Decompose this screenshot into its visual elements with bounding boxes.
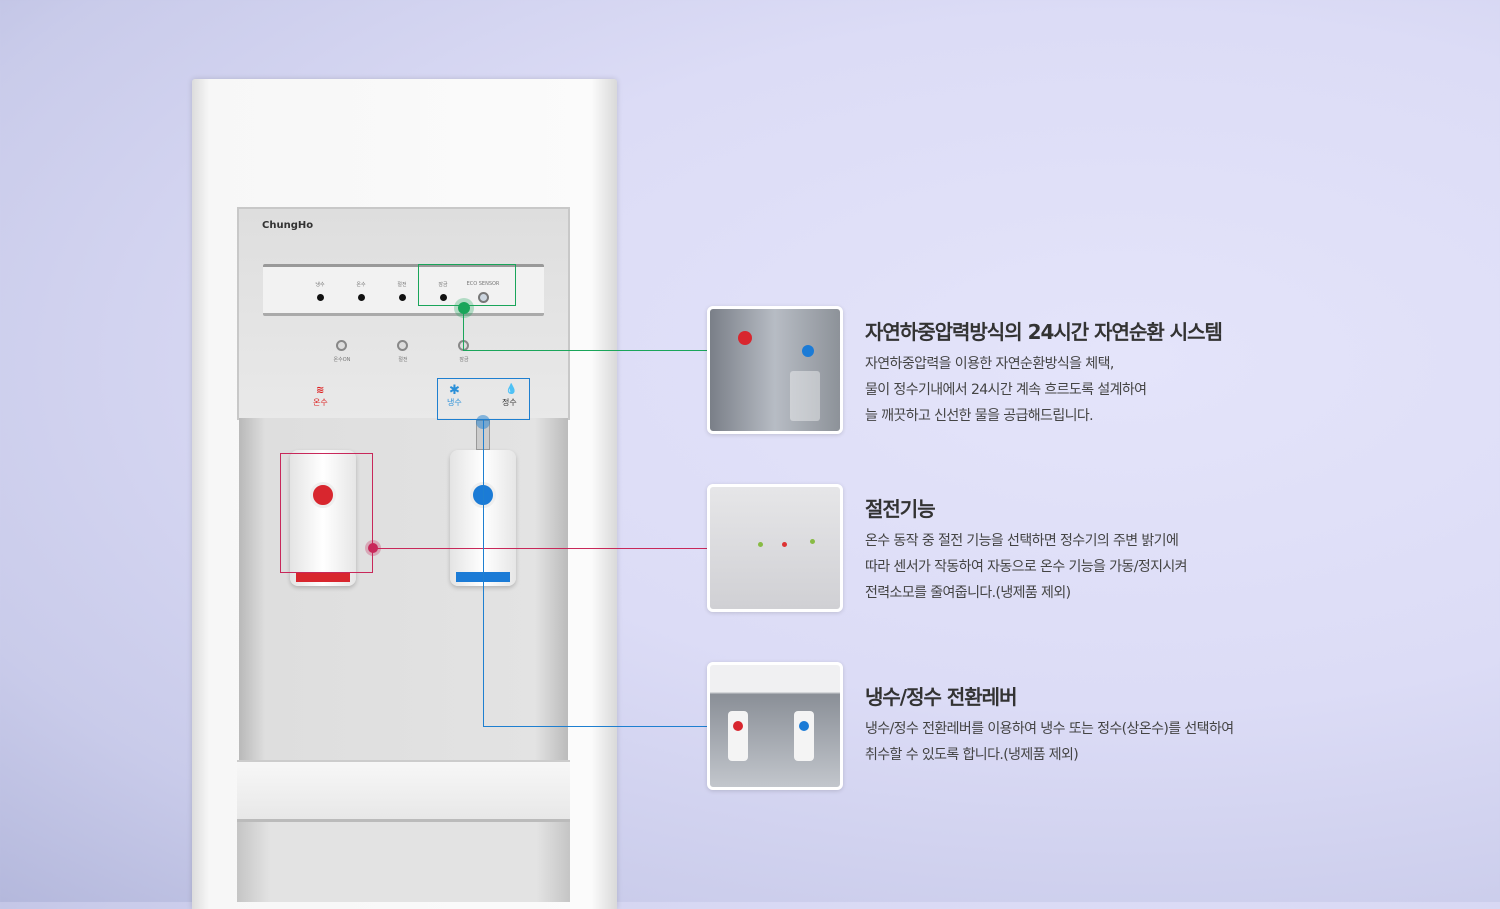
lower-cabinet <box>237 822 570 902</box>
drip-tray <box>237 760 570 822</box>
display-label: 절전 <box>397 282 407 288</box>
natural-circulation-thumbnail <box>707 306 843 434</box>
feature-desc-line: 자연하중압력을 이용한 자연순환방식을 체택, <box>865 356 1114 372</box>
feature-desc-line: 냉수/정수 전환레버를 이용하여 냉수 또는 정수(상온수)를 선택하여 <box>865 721 1234 737</box>
feature-lever: 냉수/정수 전환레버 냉수/정수 전환레버를 이용하여 냉수 또는 정수(상온수… <box>865 681 1234 768</box>
feature-power-save: 절전기능 온수 동작 중 절전 기능을 선택하면 정수기의 주변 밝기에 따라 … <box>865 493 1188 606</box>
button-label: 절전 <box>398 357 408 363</box>
indicator-led <box>440 294 447 301</box>
feature-desc-line: 따라 센서가 작동하여 자동으로 온수 기능을 가동/정지시켜 <box>865 559 1188 575</box>
water-drop-icon: 💧 <box>505 384 518 395</box>
feature-title: 냉수/정수 전환레버 <box>865 685 1017 709</box>
hot-on-button[interactable] <box>336 340 347 351</box>
button-label: 잠금 <box>459 357 469 363</box>
feature-natural-circulation: 자연하중압력방식의 24시간 자연순환 시스템 자연하중압력을 이용한 자연순환… <box>865 316 1223 429</box>
connector-line <box>463 350 710 351</box>
feature-title: 절전기능 <box>865 497 936 521</box>
connector-line <box>483 420 484 726</box>
hot-tap-highlight <box>280 453 373 573</box>
indicator-led <box>317 294 324 301</box>
eco-sensor <box>478 292 489 303</box>
feature-desc-line: 온수 동작 중 절전 기능을 선택하면 정수기의 주변 밝기에 <box>865 533 1179 549</box>
hot-water-tap[interactable] <box>290 450 356 586</box>
snowflake-icon: ✱ <box>449 383 460 398</box>
lever-thumbnail <box>707 662 843 790</box>
power-save-button[interactable] <box>397 340 408 351</box>
feature-desc-line: 전력소모를 줄여줍니다.(냉제품 제외) <box>865 585 1071 601</box>
power-save-thumbnail <box>707 484 843 612</box>
display-strip <box>263 264 544 316</box>
display-label: 잠금 <box>438 282 448 288</box>
feature-desc-line: 늘 깨끗하고 신선한 물을 공급해드립니다. <box>865 408 1094 424</box>
feature-desc-line: 취수할 수 있도록 합니다.(냉제품 제외) <box>865 747 1079 763</box>
purified-label: 정수 <box>502 398 517 407</box>
heat-icon: ≋ <box>316 385 325 396</box>
indicator-led <box>358 294 365 301</box>
display-label: 냉수 <box>315 282 325 288</box>
hot-label: 온수 <box>313 398 328 407</box>
button-label: 온수ON <box>333 357 351 363</box>
marker-dot <box>458 302 470 314</box>
cold-label: 냉수 <box>447 398 462 407</box>
feature-title: 자연하중압력방식의 24시간 자연순환 시스템 <box>865 320 1223 344</box>
lever-highlight <box>437 378 530 420</box>
connector-line <box>463 308 464 351</box>
brand-logo: ChungHo <box>262 220 314 231</box>
connector-line <box>483 726 710 727</box>
display-label: ECO SENSOR <box>466 281 500 287</box>
connector-line <box>373 548 710 549</box>
display-label: 온수 <box>356 282 366 288</box>
indicator-led <box>399 294 406 301</box>
eco-sensor-highlight <box>418 264 516 306</box>
feature-desc-line: 물이 정수기내에서 24시간 계속 흐르도록 설계하여 <box>865 382 1147 398</box>
